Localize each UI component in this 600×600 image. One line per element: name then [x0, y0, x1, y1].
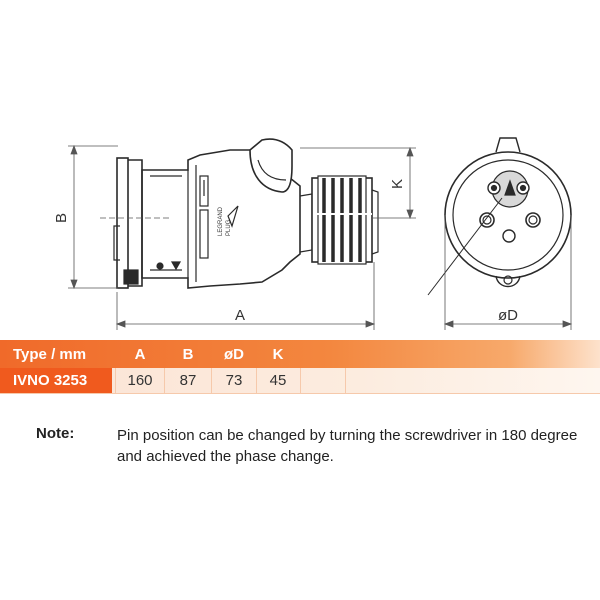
row-k: 45 — [269, 372, 287, 389]
dimension-b — [68, 144, 170, 290]
column-divider — [164, 368, 165, 393]
header-b: B — [182, 345, 194, 363]
column-divider — [345, 368, 346, 393]
row-a: 160 — [127, 372, 153, 389]
marking-line-1: LEGRAND — [218, 206, 224, 236]
table-row: IVNO 3253 160 87 73 45 — [0, 368, 600, 394]
header-k: K — [272, 345, 284, 363]
row-d: 73 — [225, 372, 243, 389]
table-header-row: Type / mm A B øD K — [0, 340, 600, 368]
technical-drawing: LEGRAND PLUG — [53, 137, 573, 330]
dimension-k-label: K — [389, 179, 406, 189]
dimension-a — [115, 262, 376, 330]
column-divider — [115, 368, 116, 393]
dimension-k — [300, 146, 416, 220]
note-line-1: Pin position can be changed by turning t… — [117, 427, 578, 444]
front-view-socket — [427, 137, 572, 296]
dimension-table: Type / mm A B øD K IVNO 3253 160 87 73 4… — [0, 340, 600, 394]
dimension-a-label: A — [235, 307, 245, 324]
column-divider — [300, 368, 301, 393]
note-line-2: and achieved the phase change. — [117, 448, 334, 465]
row-type: IVNO 3253 — [0, 368, 112, 393]
header-type: Type / mm — [13, 345, 87, 363]
side-view-plug: LEGRAND PLUG — [113, 138, 379, 289]
row-b: 87 — [179, 372, 197, 389]
column-divider — [211, 368, 212, 393]
dimension-b-label: B — [53, 213, 70, 223]
note-label: Note: — [36, 425, 75, 442]
column-divider — [256, 368, 257, 393]
note-text: Pin position can be changed by turning t… — [117, 425, 600, 467]
dimension-d-label: øD — [498, 307, 518, 324]
header-d: øD — [224, 345, 244, 363]
dimension-d — [443, 215, 573, 330]
header-a: A — [134, 345, 146, 363]
marking-line-2: PLUG — [226, 219, 232, 236]
